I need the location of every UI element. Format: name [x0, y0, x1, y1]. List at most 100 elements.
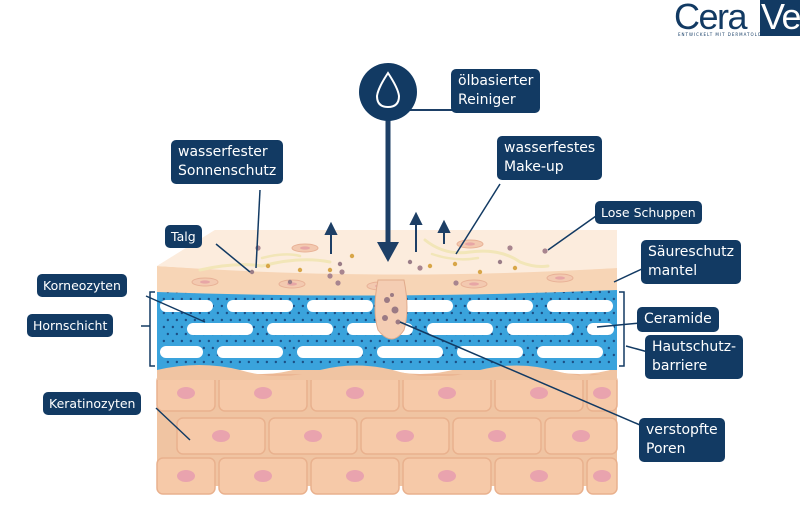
lipid-dot: [333, 297, 337, 301]
lipid-dot: [162, 325, 166, 329]
lipid-dot: [432, 297, 436, 301]
label-waterproof-makeup: wasserfestes Make-up: [497, 136, 603, 180]
lipid-dot: [486, 297, 490, 301]
lipid-dot: [603, 339, 607, 343]
pore-center: [469, 282, 479, 286]
lipid-dot: [301, 304, 305, 308]
sebum-droplet: [477, 269, 483, 275]
lipid-dot: [513, 339, 517, 343]
sebum-droplet: [427, 263, 433, 269]
lipid-dot: [211, 318, 215, 322]
lipid-dot: [513, 311, 517, 315]
lipid-dot: [522, 311, 526, 315]
lipid-dot: [220, 360, 224, 364]
lipid-dot: [360, 311, 364, 315]
lipid-dot: [292, 318, 296, 322]
lipid-dot: [216, 297, 220, 301]
lipid-dot: [252, 325, 256, 329]
lipid-dot: [535, 346, 539, 350]
cell-nucleus: [530, 470, 548, 482]
lipid-dot: [580, 332, 584, 336]
lipid-dot: [391, 360, 395, 364]
lipid-dot: [342, 297, 346, 301]
lipid-dot: [594, 311, 598, 315]
lipid-dot: [612, 353, 616, 357]
lipid-dot: [477, 311, 481, 315]
lipid-dot: [562, 360, 566, 364]
lipid-dot: [585, 297, 589, 301]
sebum-droplet: [349, 253, 355, 259]
lipid-dot: [526, 346, 530, 350]
lipid-dot: [409, 360, 413, 364]
cell-nucleus: [530, 387, 548, 399]
lipid-dot: [274, 318, 278, 322]
corneocyte-brick: [467, 300, 533, 312]
lipid-dot: [162, 311, 166, 315]
cell-nucleus: [488, 430, 506, 442]
label-waterproof-sunscreen: wasserfester Sonnenschutz: [171, 140, 284, 184]
lipid-dot: [454, 360, 458, 364]
lipid-dot: [603, 353, 607, 357]
lipid-dot: [261, 311, 265, 315]
leader-lines: [141, 183, 649, 441]
lipid-dot: [333, 325, 337, 329]
lipid-dot: [319, 318, 323, 322]
lipid-dot: [441, 311, 445, 315]
lipid-dot: [445, 346, 449, 350]
lipid-dot: [162, 339, 166, 343]
lipid-dot: [198, 311, 202, 315]
lipid-dot: [279, 339, 283, 343]
lipid-dot: [207, 353, 211, 357]
lipid-dot: [328, 360, 332, 364]
lipid-dot: [364, 346, 368, 350]
lipid-dot: [238, 318, 242, 322]
lipid-dot: [553, 318, 557, 322]
lipid-dot: [490, 332, 494, 336]
lipid-dot: [612, 311, 616, 315]
lipid-dot: [337, 318, 341, 322]
lipid-dot: [472, 360, 476, 364]
lipid-dot: [211, 360, 215, 364]
cell-nucleus: [254, 470, 272, 482]
lipid-dot: [342, 311, 346, 315]
lipid-dot: [495, 325, 499, 329]
cell-nucleus: [438, 470, 456, 482]
lipid-dot: [522, 339, 526, 343]
lipid-dot: [544, 304, 548, 308]
lipid-dot: [441, 297, 445, 301]
lipid-dot: [580, 318, 584, 322]
lipid-dot: [175, 332, 179, 336]
lipid-dot: [288, 297, 292, 301]
lipid-dot: [175, 360, 179, 364]
cleanser-arrow: [377, 109, 455, 262]
lipid-dot: [175, 318, 179, 322]
lipid-dot: [189, 311, 193, 315]
lipid-dot: [418, 360, 422, 364]
lipid-dot: [189, 297, 193, 301]
lipid-dot: [499, 360, 503, 364]
lipid-dot: [283, 346, 287, 350]
lipid-dot: [301, 318, 305, 322]
lipid-dot: [477, 297, 481, 301]
lipid-dot: [297, 297, 301, 301]
sebum-droplet: [287, 279, 293, 285]
lipid-dot: [283, 318, 287, 322]
sebum-droplet: [327, 267, 333, 273]
lipid-dot: [373, 346, 377, 350]
cell-nucleus: [346, 387, 364, 399]
lipid-dot: [270, 339, 274, 343]
lipid-dot: [333, 311, 337, 315]
lipid-dot: [225, 311, 229, 315]
lipid-dot: [576, 339, 580, 343]
skin-flake: [255, 245, 261, 251]
lipid-dot: [324, 311, 328, 315]
lipid-dot: [346, 332, 350, 336]
lipid-dot: [490, 318, 494, 322]
lipid-dot: [504, 297, 508, 301]
lipid-dot: [594, 339, 598, 343]
lipid-dot: [445, 360, 449, 364]
lipid-dot: [454, 304, 458, 308]
lipid-dot: [180, 325, 184, 329]
clogged-pore-plug: [374, 279, 408, 340]
lipid-dot: [202, 360, 206, 364]
